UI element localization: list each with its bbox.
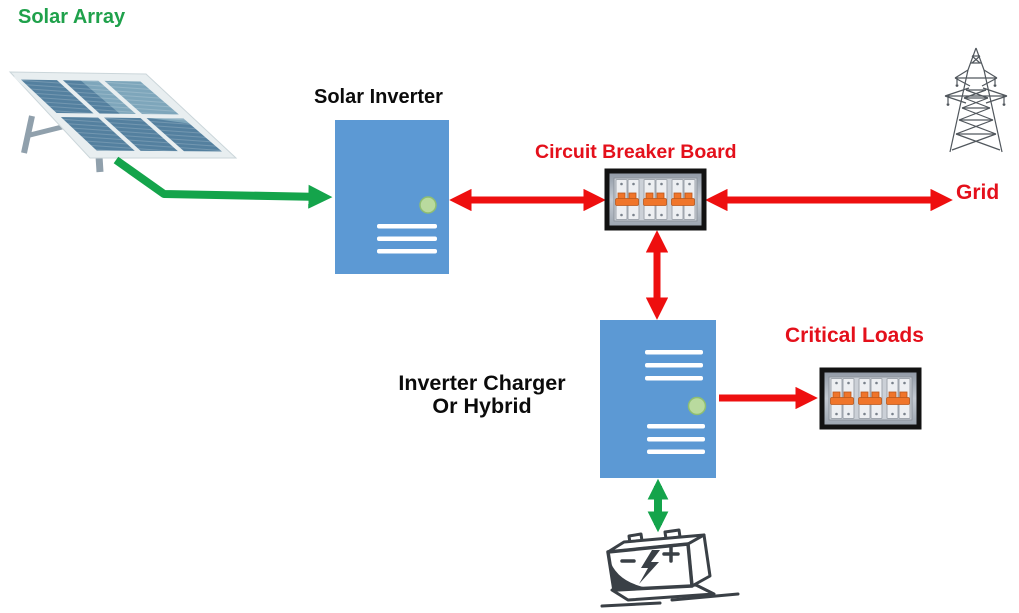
circuit-breaker-panel-image <box>607 171 704 228</box>
critical-loads-label: Critical Loads <box>785 324 924 347</box>
charger-led <box>687 396 707 416</box>
circuit-breaker-board-label: Circuit Breaker Board <box>535 141 737 163</box>
charger-vents-top <box>645 350 703 381</box>
solar-array-label: Solar Array <box>18 6 126 28</box>
arrow-solar-to-inverter <box>113 156 333 209</box>
charger-vents-bottom <box>647 424 705 454</box>
inverter-vents <box>377 224 437 254</box>
critical-loads-panel-image <box>822 370 919 427</box>
inverter-charger-label: Inverter Charger Or Hybrid <box>371 372 593 418</box>
transmission-tower-icon <box>944 47 1008 153</box>
inverter-charger-label-line2: Or Hybrid <box>432 394 532 418</box>
inverter-charger-box <box>600 320 716 478</box>
solar-inverter-label: Solar Inverter <box>314 86 443 108</box>
inverter-led <box>419 196 437 214</box>
inverter-charger-label-line1: Inverter Charger <box>398 371 566 395</box>
battery-icon <box>600 528 740 608</box>
solar-inverter-box <box>335 120 449 274</box>
grid-label: Grid <box>956 181 1000 204</box>
solar-panel-image <box>8 71 238 173</box>
